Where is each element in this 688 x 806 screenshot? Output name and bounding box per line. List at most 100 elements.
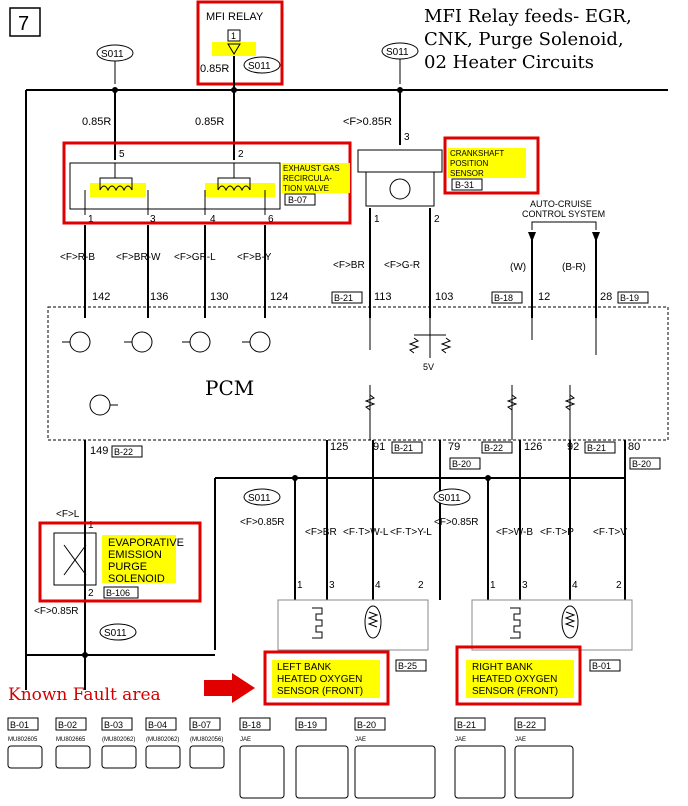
pcm-transistor-4-icon	[242, 331, 271, 353]
egr-valve-name-2: RECIRCULA-	[283, 174, 332, 183]
connector-legend-part: (MU802062)	[146, 737, 179, 743]
egr-valve-name-3: TION VALVE	[283, 184, 329, 193]
evap-highlight-box	[38, 521, 202, 603]
connector-legend-id: B-04	[148, 720, 167, 730]
pcm-pin-80: 80	[628, 441, 640, 453]
connector-legend-id: B-21	[457, 720, 476, 730]
o2-left-name-1: LEFT BANK	[277, 662, 332, 673]
ckp-highlight-box	[443, 136, 540, 195]
pcm-resistor-network-icon: 5V	[408, 318, 452, 372]
splice-s011-left: S011	[96, 44, 134, 84]
o2-right-pin-4: 4	[572, 580, 578, 591]
pcm-conn-b20-right: B-20	[632, 459, 651, 469]
egr-pin-4: 4	[210, 214, 216, 225]
ckp-transistor-icon	[389, 178, 411, 200]
o2-right-heater-icon	[510, 607, 521, 639]
connector-face-icon	[514, 745, 574, 799]
pcm-transistor-2-icon	[124, 331, 153, 353]
auto-cruise-wire-w: (W)	[510, 262, 526, 273]
splice-s011-relay: S011	[243, 56, 281, 74]
o2-left-body	[277, 599, 429, 651]
o2-left-color-3: <F·T>Y-L	[390, 527, 432, 538]
pcm-conn-b20-left: B-20	[452, 459, 471, 469]
evap-name-2: EMISSION	[108, 549, 162, 561]
egr-coil-highlight-1	[90, 183, 146, 197]
o2-right-name-3: SENSOR (FRONT)	[472, 686, 558, 697]
ckp-name-1: CRANKSHAFT	[450, 149, 504, 158]
o2-left-pin-1: 1	[297, 580, 303, 591]
pcm-conn-b18: B-18	[494, 293, 513, 303]
pcm-transistor-5-icon	[89, 394, 118, 416]
o2-right-pin-3: 3	[522, 580, 528, 591]
evap-pin-1: 1	[88, 520, 94, 531]
egr-wire-color-1: <F>R-B	[60, 252, 95, 263]
egr-pin-5: 5	[119, 149, 125, 160]
note-line-1: MFI Relay feeds- EGR,	[424, 6, 632, 27]
ckp-feed-wire: <F>0.85R	[343, 116, 392, 128]
o2-right-color-2: <F·T>P	[540, 527, 574, 538]
connector-face-icon	[295, 745, 349, 799]
ckp-pin-1: 1	[374, 214, 380, 225]
pcm-5v-label: 5V	[423, 362, 434, 372]
pcm-pin-113: 113	[374, 291, 392, 303]
connector-legend-part: JAE	[455, 737, 466, 743]
splice-s011-left-o2: S011	[243, 488, 281, 506]
evap-name-3: PURGE	[108, 561, 147, 573]
ckp-sensor-body	[365, 171, 435, 207]
pcm-pin-103: 103	[435, 291, 453, 303]
o2-left-highlight-box	[263, 650, 390, 706]
connector-face-icon	[145, 745, 181, 769]
mfi-relay-pin: 1	[231, 31, 236, 41]
svg-text:S011: S011	[248, 61, 271, 72]
page-number: 7	[18, 13, 29, 35]
pcm-pin-12: 12	[538, 291, 550, 303]
pcm-pin-142: 142	[92, 291, 110, 303]
o2-left-pin-4: 4	[375, 580, 381, 591]
evap-pin-2: 2	[88, 588, 94, 599]
egr-label-highlight	[282, 163, 350, 193]
egr-valve-name-1: EXHAUST GAS	[283, 164, 340, 173]
connector-face-icon	[7, 745, 43, 769]
o2-left-name-3: SENSOR (FRONT)	[277, 686, 363, 697]
connector-legend-part: MU802665	[56, 737, 86, 743]
pcm-pin-130: 130	[210, 291, 228, 303]
connector-legend-part: JAE	[355, 737, 366, 743]
evap-wire-top: <F>L	[56, 509, 80, 520]
evap-solenoid-body	[53, 532, 97, 586]
svg-text:S011: S011	[248, 493, 271, 504]
pcm-conn-b19: B-19	[620, 293, 639, 303]
o2-left-element-icon	[364, 605, 382, 639]
egr-pin-2: 2	[238, 149, 244, 160]
connector-legend-item: B-19	[295, 717, 349, 799]
egr-wire-color-2: <F>BR-W	[116, 252, 161, 263]
pcm-input-resistors-icon	[364, 385, 576, 440]
connector-legend-item: B-07 (MU802056)	[189, 717, 225, 769]
egr-pin-1: 1	[88, 214, 94, 225]
pcm-transistor-1-icon	[62, 331, 91, 353]
o2-right-body	[471, 599, 633, 651]
egr-valve-connector: B-07	[288, 195, 307, 205]
pcm-pin-28: 28	[600, 291, 612, 303]
fault-arrow-icon	[204, 673, 255, 703]
ckp-pin-3: 3	[404, 132, 410, 143]
connector-face-icon	[454, 745, 506, 799]
o2-left-heater-icon	[312, 607, 323, 639]
egr-pin-6: 6	[268, 214, 274, 225]
o2-left-connector: B-25	[398, 661, 417, 671]
pcm-label: PCM	[205, 376, 254, 400]
connector-legend-id: B-07	[192, 720, 211, 730]
connector-face-icon	[354, 745, 436, 799]
ckp-name-3: SENSOR	[450, 169, 484, 178]
mfi-relay-label: MFI RELAY	[206, 11, 264, 23]
svg-text:S011: S011	[101, 49, 124, 60]
pcm-pin-149: 149	[90, 445, 108, 457]
connector-legend-id: B-19	[298, 720, 317, 730]
pcm-conn-b21-right: B-21	[587, 443, 606, 453]
connector-legend-part: (MU802056)	[190, 737, 223, 743]
o2-right-feed-wire: <F>0.85R	[434, 517, 478, 528]
pcm-pin-79: 79	[448, 441, 460, 453]
evap-name-1: EVAPORATIVE	[108, 537, 184, 549]
o2-right-highlight-box	[455, 645, 582, 706]
